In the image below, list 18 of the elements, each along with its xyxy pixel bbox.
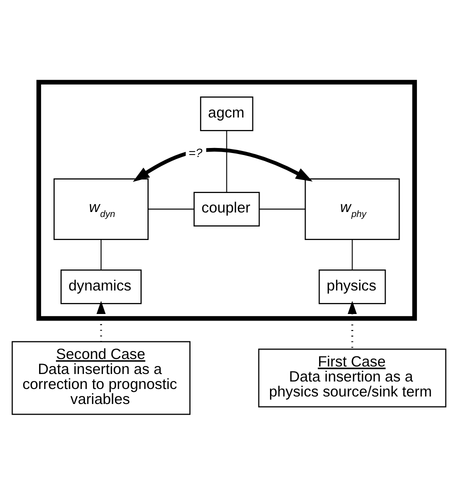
node-box: physics bbox=[318, 270, 386, 304]
edge-label: =? bbox=[188, 146, 202, 160]
node-box: agcm bbox=[200, 96, 254, 132]
arrow bbox=[132, 148, 313, 182]
connector bbox=[258, 208, 306, 210]
node-box: Second Case Data insertion as a correction to prognostic variables bbox=[12, 341, 190, 415]
connector bbox=[226, 130, 228, 193]
cluster bbox=[36, 80, 417, 321]
connector bbox=[100, 239, 102, 270]
arrow bbox=[96, 300, 106, 342]
node-box: dynamics bbox=[60, 270, 142, 304]
node-box: w$_{dyn}$ bbox=[54, 178, 149, 240]
connector bbox=[148, 208, 194, 210]
connector bbox=[352, 239, 353, 270]
arrow bbox=[348, 300, 357, 349]
node-box: First Case Data insertion as a physics source/sink term bbox=[258, 348, 446, 408]
node-box: coupler bbox=[194, 192, 260, 226]
node-box: w$_{phy}$ bbox=[304, 178, 400, 240]
